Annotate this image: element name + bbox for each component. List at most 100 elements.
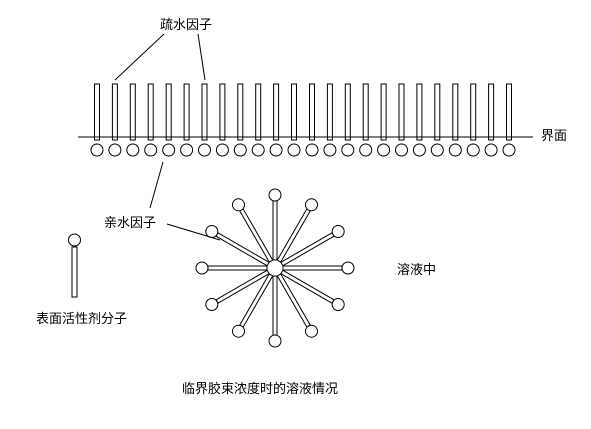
- interface-molecule-layer: [90, 83, 516, 157]
- surfactant-molecule-label: 表面活性剂分子: [36, 312, 128, 327]
- hydrophilic-head: [198, 143, 211, 157]
- hydrophilic-head: [341, 143, 355, 157]
- interface-molecule: [108, 83, 122, 157]
- hydrophilic-head: [466, 143, 480, 157]
- interface-molecule: [305, 83, 319, 157]
- hydrophilic-head: [195, 261, 209, 275]
- hydrophobic-tail: [239, 208, 274, 263]
- interface-molecule: [359, 83, 373, 157]
- hydrophobic-tail: [488, 83, 495, 141]
- hydrophilic-head: [502, 143, 516, 157]
- hydrophobic-group-label: 疏水因子: [160, 18, 213, 33]
- interface-molecule: [198, 83, 211, 157]
- hydrophilic-group-label: 亲水因子: [104, 216, 157, 231]
- hydrophobic-tail: [362, 83, 369, 141]
- micelle-molecule: [195, 261, 268, 275]
- micelle-molecule: [232, 273, 274, 338]
- interface-molecule: [251, 83, 265, 157]
- interface-molecule: [341, 83, 355, 157]
- hydrophilic-head: [305, 324, 318, 338]
- hydrophobic-tail: [239, 273, 274, 328]
- hydrophobic-tail: [219, 83, 226, 141]
- interface-molecule: [430, 83, 444, 157]
- in-solution-label: 溶液中: [397, 263, 437, 278]
- hydrophilic-head: [232, 324, 245, 338]
- hydrophobic-tail: [201, 83, 208, 141]
- hydrophilic-pointer-line: [166, 223, 221, 241]
- interface-molecule: [269, 83, 283, 157]
- hydrophilic-head: [90, 143, 104, 157]
- interface-molecule: [412, 83, 426, 157]
- micelle-molecule: [268, 275, 282, 348]
- figure-caption: 临界胶束浓度时的溶液情况: [182, 382, 339, 397]
- interface-molecule: [180, 83, 194, 157]
- hydrophobic-tail: [272, 275, 278, 336]
- hydrophobic-tail: [326, 83, 333, 141]
- interface-molecule: [395, 83, 408, 157]
- interface-molecule: [484, 83, 498, 157]
- hydrophilic-head: [331, 225, 345, 238]
- interface-molecule: [126, 83, 140, 157]
- hydrophilic-head: [395, 143, 408, 157]
- hydrophilic-head: [205, 225, 219, 238]
- hydrophilic-head: [162, 143, 176, 157]
- hydrophobic-tail: [183, 83, 190, 141]
- hydrophilic-head: [108, 143, 122, 157]
- interface-molecule: [287, 83, 301, 157]
- hydrophobic-tail: [282, 265, 343, 271]
- micelle-molecule: [282, 261, 355, 275]
- hydrophobic-tail: [291, 83, 297, 141]
- hydrophobic-tail: [255, 83, 262, 141]
- hydrophobic-tail: [380, 83, 387, 141]
- micelle-molecule: [268, 188, 282, 261]
- interface-molecule: [448, 83, 462, 157]
- hydrophobic-tail: [165, 83, 172, 141]
- hydrophobic-tail: [111, 83, 118, 141]
- micelle-molecule: [205, 225, 270, 267]
- hydrophilic-head: [126, 143, 140, 157]
- hydrophobic-tail: [237, 83, 244, 141]
- hydrophilic-head: [448, 143, 462, 157]
- hydrophilic-head: [377, 143, 391, 157]
- hydrophilic-head: [268, 334, 282, 348]
- interface-molecule: [377, 83, 391, 157]
- hydrophilic-head: [305, 198, 318, 212]
- interface-molecule: [90, 83, 104, 157]
- surfactant-tail: [71, 246, 78, 298]
- hydrophobic-tail: [272, 200, 278, 261]
- hydrophobic-tail: [506, 83, 512, 141]
- hydrophobic-tail: [398, 83, 405, 141]
- micelle-molecule: [276, 273, 318, 338]
- hydrophobic-tail: [207, 265, 268, 271]
- interface-molecule: [323, 83, 337, 157]
- hydrophilic-head: [341, 261, 355, 275]
- hydrophilic-head: [215, 143, 229, 157]
- hydrophilic-head: [251, 143, 265, 157]
- micelle-molecule: [280, 225, 345, 267]
- interface-molecule: [466, 83, 480, 157]
- hydrophobic-tail: [94, 83, 100, 141]
- interface-molecule: [215, 83, 229, 157]
- hydrophilic-head: [232, 198, 245, 212]
- hydrophilic-pointer-line: [149, 161, 164, 209]
- micelle: [195, 188, 355, 348]
- standalone-surfactant-molecule: [68, 233, 81, 298]
- hydrophilic-head: [323, 143, 337, 157]
- hydrophilic-head: [268, 188, 282, 202]
- hydrophilic-head: [484, 143, 498, 157]
- hydrophilic-head: [205, 298, 219, 311]
- interface-molecule: [144, 83, 158, 157]
- hydrophilic-head: [287, 143, 301, 157]
- hydrophobic-tail: [215, 232, 270, 267]
- hydrophobic-pointer-line: [114, 33, 165, 81]
- hydrophilic-head: [269, 143, 283, 157]
- hydrophobic-tail: [309, 83, 315, 141]
- hydrophobic-tail: [434, 83, 441, 141]
- micelle-molecule: [232, 198, 274, 263]
- hydrophobic-tail: [273, 83, 280, 141]
- hydrophobic-tail: [276, 273, 311, 328]
- hydrophobic-tail: [416, 83, 423, 141]
- hydrophilic-head: [359, 143, 373, 157]
